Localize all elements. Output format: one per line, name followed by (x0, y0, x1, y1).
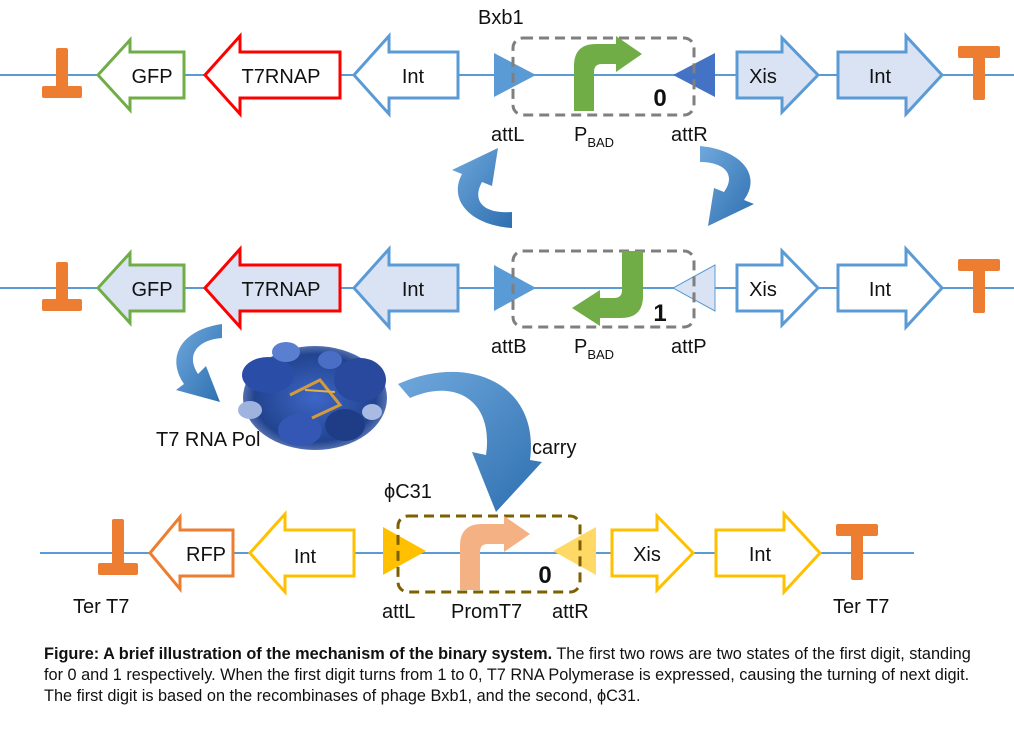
terminator-icon (42, 48, 82, 98)
xis-label: Xis (749, 279, 777, 301)
rfp-gene-arrow (148, 512, 235, 594)
t7-rna-polymerase-protein-image (238, 342, 387, 450)
gfp-label: GFP (131, 279, 172, 301)
xis-gene-arrow (735, 247, 821, 329)
att-site-left-icon (494, 265, 536, 311)
xis-label: Xis (749, 66, 777, 88)
att-site-right-label: attR (671, 124, 708, 146)
att-site-left-label: attL (491, 124, 524, 146)
int-label-right: Int (869, 279, 892, 301)
t7rnap-label: T7RNAP (242, 66, 321, 88)
terminator-icon (958, 46, 1000, 100)
att-site-right-icon (673, 53, 715, 97)
int-gene-arrow-right (836, 245, 945, 331)
figure-caption: Figure: A brief illustration of the mech… (44, 644, 984, 707)
expression-arrow (176, 324, 222, 402)
promoter-label: PBAD (574, 124, 614, 150)
gfp-label: GFP (131, 66, 172, 88)
terminator-icon (958, 259, 1000, 313)
t7rnap-gene-arrow (202, 32, 342, 118)
terminator-label-right: Ter T7 (833, 596, 889, 618)
invertible-region-box (511, 249, 696, 329)
int-label-right: Int (869, 66, 892, 88)
carry-label: carry (532, 437, 576, 459)
t7rnap-gene-arrow (202, 245, 342, 331)
recombinase-label-bxb1: Bxb1 (478, 7, 524, 29)
t7rnap-label: T7RNAP (242, 279, 321, 301)
recombinase-label-phic31: ϕC31 (384, 481, 432, 503)
xis-label: Xis (633, 544, 661, 566)
invertible-region-box (511, 36, 696, 117)
gfp-gene-arrow (95, 36, 186, 114)
carry-arrow (398, 371, 542, 512)
protein-label: T7 RNA Pol (156, 429, 260, 451)
att-site-right-icon (671, 264, 716, 312)
int-gene-arrow-right (714, 510, 823, 596)
recombination-arrow-left (452, 148, 512, 228)
int-gene-arrow-left (351, 32, 460, 118)
int-gene-arrow-left (351, 245, 460, 331)
promoter-t7-arrow-forward (460, 516, 530, 590)
att-site-right-label: attP (671, 336, 707, 358)
terminator-icon (98, 519, 138, 575)
gfp-gene-arrow (95, 249, 186, 327)
int-gene-arrow-right (836, 32, 945, 118)
promoter-pbad-arrow-reversed (572, 251, 643, 326)
att-site-left-label: attB (491, 336, 527, 358)
att-site-left-label: attL (382, 601, 415, 623)
att-site-right-icon (553, 527, 596, 575)
digit-value: 1 (653, 300, 666, 327)
int-label-left: Int (294, 546, 317, 568)
digit-value: 0 (538, 562, 551, 589)
terminator-icon (836, 524, 878, 580)
rfp-label: RFP (186, 544, 226, 566)
terminator-label-left: Ter T7 (73, 596, 129, 618)
xis-gene-arrow (610, 512, 696, 594)
int-label-right: Int (749, 544, 772, 566)
promoter-label: PromT7 (451, 601, 522, 623)
row-2-state-1: GFP T7RNAP Int 1 Xis Int attB PBAD attP (0, 245, 1014, 362)
digit-value: 0 (653, 85, 666, 112)
int-label-left: Int (402, 66, 425, 88)
caption-title: Figure: A brief illustration of the mech… (44, 645, 553, 663)
int-gene-arrow-left (247, 510, 356, 596)
att-site-left-icon (383, 527, 426, 575)
recombination-arrow-right (700, 146, 754, 226)
row-1-state-0: GFP T7RNAP Int 0 Xis Int Bxb1 attL PBAD … (0, 7, 1014, 150)
caption-text: The first two rows are two states of the… (44, 645, 971, 705)
xis-gene-arrow (735, 34, 821, 116)
promoter-pbad-arrow-forward (574, 36, 642, 111)
invertible-region-box (396, 514, 582, 594)
promoter-label: PBAD (574, 336, 614, 362)
row-3-second-digit: ϕC31 RFP Int 0 Xis Int Ter T7 attL PromT… (40, 481, 914, 623)
att-site-right-label: attR (552, 601, 589, 623)
int-label-left: Int (402, 279, 425, 301)
terminator-icon (42, 262, 82, 311)
att-site-left-icon (494, 53, 536, 97)
